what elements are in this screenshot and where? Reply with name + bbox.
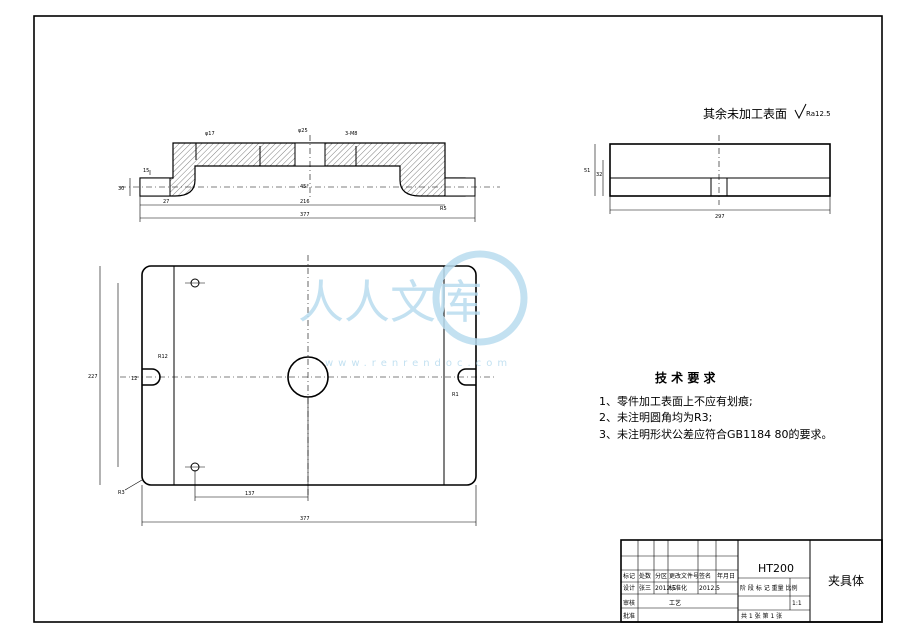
tb-material: HT200 (758, 562, 794, 575)
tb-sheet-info: 共 1 张 第 1 张 (741, 612, 782, 620)
title-block: 标记 设计 审核 批准 处数 分区 更改文件号 签名 年月日 张三 2012.5… (620, 539, 883, 623)
tb-std-label: 标准化 (669, 584, 687, 592)
tb-col-doc: 更改文件号 (669, 572, 699, 580)
title-block-frame (620, 539, 883, 623)
tech-item-1: 1、零件加工表面上不应有划痕; (599, 394, 753, 408)
dim-12: 12 (131, 376, 137, 382)
tb-label-approve: 批准 (623, 612, 635, 620)
side-body (609, 143, 831, 197)
dim-227: 227 (88, 374, 98, 380)
tb-design-date: 2012.5 (655, 585, 676, 592)
tb-std-date: 2012.5 (699, 585, 720, 592)
roughness-value: Ra12.5 (806, 110, 831, 118)
watermark-text: 人人文库 (298, 275, 482, 329)
surface-finish-note: 其余未加工表面 (703, 106, 787, 121)
dim-30: 30 (118, 186, 124, 192)
tb-label-design: 设计 (623, 584, 635, 592)
tb-stage-labels: 阶 段 标 记 重量 比例 (740, 584, 798, 592)
dim-r3: R3 (118, 490, 125, 496)
left-u-slot (142, 368, 161, 386)
section-body (139, 142, 466, 197)
dim-phi17: φ17 (205, 131, 215, 137)
dim-297: 297 (715, 214, 725, 220)
side-view: 297 51 32 (584, 135, 831, 220)
dim-r12: R12 (158, 354, 168, 360)
dim-r5: R5 (440, 206, 447, 212)
tb-part-name: 夹具体 (828, 574, 864, 588)
tech-item-3: 3、未注明形状公差应符合GB1184 80的要求。 (599, 427, 833, 441)
dim-32: 32 (596, 172, 602, 178)
dim-27: 27 (163, 199, 169, 205)
tb-process-label: 工艺 (669, 599, 681, 607)
dim-216: 216 (300, 199, 310, 205)
tb-col-sign: 签名 (699, 572, 711, 580)
watermark-url: www.renrendoc.com (325, 358, 512, 369)
tb-col-zone: 分区 (655, 572, 667, 580)
tech-requirements-title: 技 术 要 求 (655, 370, 717, 385)
tech-item-2: 2、未注明圆角均为R3; (599, 410, 712, 424)
tb-scale-value: 1:1 (792, 600, 802, 607)
dim-phi25: φ25 (298, 128, 308, 134)
sheet-border (33, 15, 883, 623)
tb-col-date: 年月日 (717, 572, 735, 580)
tb-label-review: 审核 (623, 599, 635, 607)
tb-col-count: 处数 (639, 572, 651, 580)
watermark: 人人文库 www.renrendoc.com (298, 250, 528, 369)
dim-137: 137 (245, 491, 255, 497)
roughness-symbol (794, 103, 807, 120)
dim-15: 15 (143, 168, 149, 174)
tb-label-mark: 标记 (623, 572, 635, 580)
tb-design-name: 张三 (639, 584, 651, 592)
section-view: 27 216 377 φ25 φ17 3-M8 R5 45° 30 15 (118, 128, 500, 222)
dim-45: 45° (300, 184, 309, 190)
dim-r1: R1 (452, 392, 459, 398)
right-u-slot (457, 368, 476, 386)
tech-requirements: 技 术 要 求 1、零件加工表面上不应有划痕; 2、未注明圆角均为R3; 3、未… (599, 370, 833, 441)
dim-377: 377 (300, 212, 310, 218)
dim-51: 51 (584, 168, 590, 174)
plan-body (141, 265, 477, 486)
plan-view: 227 377 137 R12 R3 12 R1 (88, 255, 495, 526)
dim-377-plan: 377 (300, 516, 310, 522)
watermark-logo (432, 250, 528, 346)
dim-m8: 3-M8 (345, 131, 357, 137)
